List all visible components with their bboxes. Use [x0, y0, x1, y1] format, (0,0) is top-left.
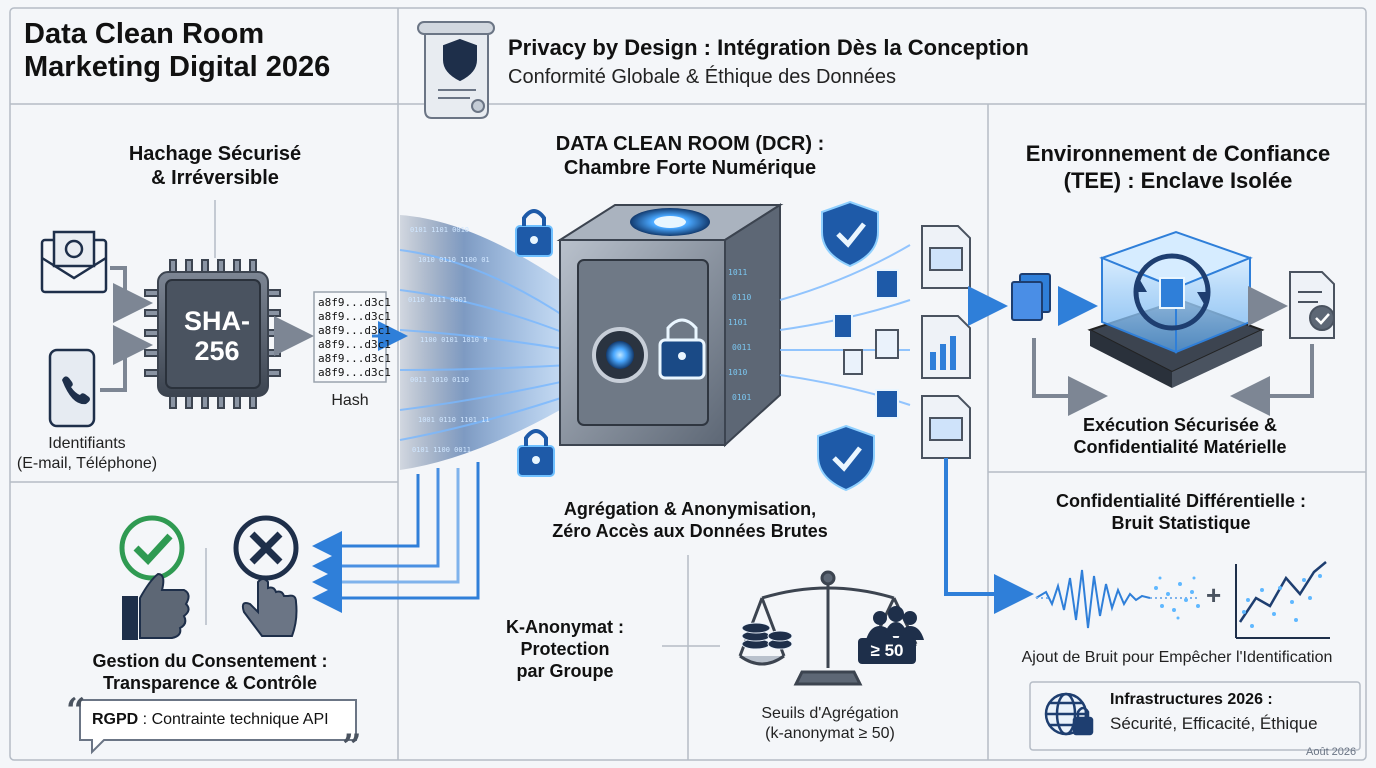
lock-icon: [515, 209, 553, 257]
tee-flow-arrows: [968, 286, 1314, 416]
svg-text:1001 0110 1101 11: 1001 0110 1101 11: [418, 416, 490, 424]
shield-check-icon: [821, 200, 879, 268]
svg-text:1011: 1011: [728, 268, 747, 277]
hash-value: a8f9...d3c1: [318, 366, 391, 379]
svg-text:1010: 1010: [728, 368, 747, 377]
rgpd-note: RGPD : Contrainte technique API: [92, 711, 329, 728]
rgpd-speech-box: [79, 699, 357, 755]
hash-value: a8f9...d3c1: [318, 324, 391, 337]
hashing-title: Hachage Sécurisé & Irréversible: [128, 143, 302, 189]
privacy-title: Privacy by Design : Intégration Dès la C…: [508, 35, 1029, 60]
scatter-trend-chart: [1235, 561, 1330, 639]
hash-value: a8f9...d3c1: [318, 310, 391, 323]
quote-icons: “ ”: [66, 691, 362, 767]
noise-waveform: [1035, 569, 1200, 629]
dp-title: Confidentialité Différentielle : Bruit S…: [1055, 491, 1307, 533]
svg-text:0110 1011 0001: 0110 1011 0001: [408, 296, 467, 304]
dp-caption: Ajout de Bruit pour Empêcher l'Identific…: [1021, 649, 1333, 666]
privacy-scroll-icon: [417, 21, 495, 119]
hash-label: Hash: [331, 392, 369, 409]
data-stream-left: 0101 1101 0010 1010 0110 1100 01 0110 101…: [399, 215, 571, 470]
identifiers-label: Identifiants (E-mail, Téléphone): [16, 435, 158, 472]
tee-title: Environnement de Confiance (TEE) : Encla…: [1025, 141, 1331, 193]
panel-frames: [9, 7, 1367, 761]
svg-text:0101 1100 0011: 0101 1100 0011: [412, 446, 471, 454]
consent-arrows: [312, 462, 480, 613]
sha-chip: [144, 259, 281, 409]
svg-text:1010 0110 1100 01: 1010 0110 1100 01: [418, 256, 490, 264]
consent-title: Gestion du Consentement : Transparence &…: [92, 651, 328, 693]
tee-caption: Exécution Sécurisée & Confidentialité Ma…: [1073, 415, 1287, 457]
noise-dots: [1154, 576, 1200, 620]
svg-text:“: “: [66, 691, 86, 731]
reject-consent-icon: [233, 515, 299, 637]
infra-subtitle: Sécurité, Efficacité, Éthique: [1110, 714, 1318, 733]
hash-value: a8f9...d3c1: [318, 338, 391, 351]
privacy-subtitle: Conformité Globale & Éthique des Données: [508, 66, 897, 88]
shield-check-icon: [817, 424, 875, 492]
kanon-badge: ≥ 50: [870, 641, 904, 660]
sha-chip-label: SHA- 256: [184, 306, 250, 366]
email-icon: [40, 230, 108, 294]
coin-stack-icon: [741, 622, 793, 650]
svg-text:0110: 0110: [732, 293, 751, 302]
hash-value: a8f9...d3c1: [318, 296, 391, 309]
dp-plus-sign: +: [1206, 580, 1222, 610]
balance-scale-icon: [738, 570, 918, 686]
tee-enclave: [1087, 230, 1265, 388]
identifier-arrows: [100, 266, 153, 392]
svg-text:0011 1010 0110: 0011 1010 0110: [410, 376, 469, 384]
hash-value: a8f9...d3c1: [318, 352, 391, 365]
dcr-to-dp-arrow: [944, 458, 1034, 614]
page-title: Data Clean Room Marketing Digital 2026: [24, 18, 331, 83]
footer-date: Août 2026: [1306, 746, 1357, 758]
phone-icon: [48, 348, 96, 428]
svg-text:”: ”: [342, 727, 362, 767]
group-people-icon: [858, 606, 924, 664]
svg-text:0011: 0011: [732, 343, 751, 352]
svg-text:0101 1101 0010: 0101 1101 0010: [410, 226, 469, 234]
kanon-title: K-Anonymat : Protection par Groupe: [506, 617, 624, 681]
kanon-caption: Seuils d'Agrégation (k-anonymat ≥ 50): [761, 705, 899, 742]
check-consent-icon: [119, 515, 190, 640]
infra-title: Infrastructures 2026 :: [1110, 691, 1273, 708]
hash-values-list: a8f9...d3c1 a8f9...d3c1 a8f9...d3c1 a8f9…: [318, 296, 391, 380]
tee-input-documents: [1011, 273, 1051, 321]
output-documents: [833, 225, 971, 459]
globe-lock-icon: [1044, 692, 1094, 736]
dcr-caption: Agrégation & Anonymisation, Zéro Accès a…: [552, 499, 828, 541]
verified-document-icon: [1289, 271, 1335, 339]
lock-icon: [517, 429, 555, 477]
svg-text:1101: 1101: [728, 318, 747, 327]
vault-cube: 1011 0110 1101 0011 1010 0101: [556, 203, 784, 448]
svg-text:1100 0101 1010 0: 1100 0101 1010 0: [420, 336, 487, 344]
dcr-title: DATA CLEAN ROOM (DCR) : Chambre Forte Nu…: [555, 133, 825, 179]
svg-text:0101: 0101: [732, 393, 751, 402]
